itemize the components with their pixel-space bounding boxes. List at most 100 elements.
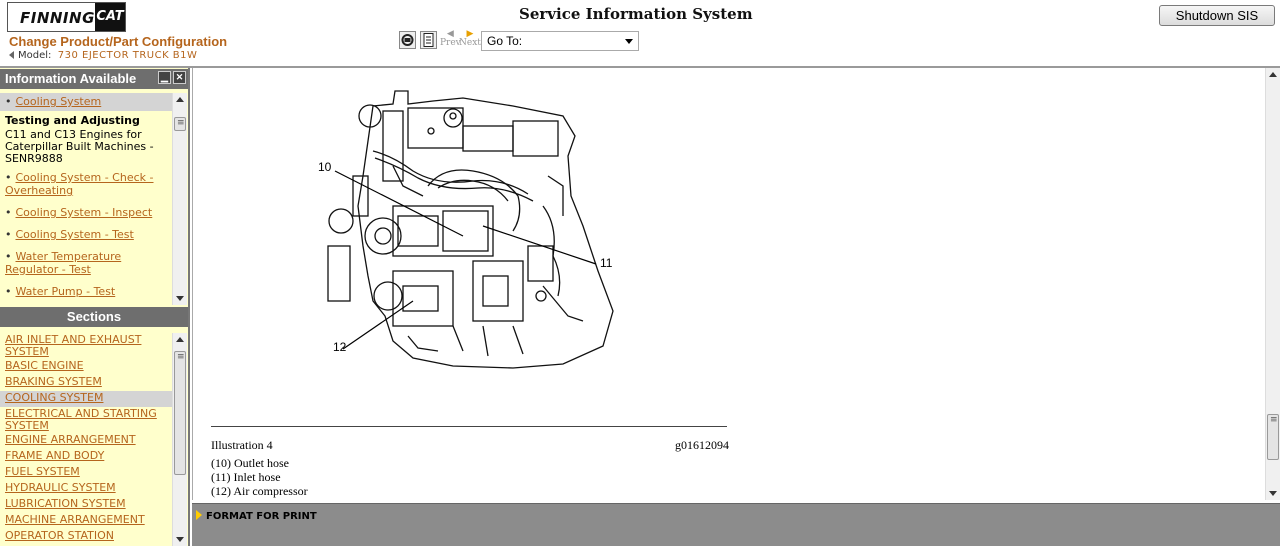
list-item[interactable]: •Cooling System - Test (0, 222, 172, 244)
list-item[interactable]: ELECTRICAL AND STARTING SYSTEM (0, 407, 172, 433)
info-link[interactable]: Water Temperature Regulator - Test (5, 250, 122, 276)
sections-scrollbar[interactable] (172, 333, 187, 546)
section-link[interactable]: FRAME AND BODY (5, 449, 105, 462)
list-item[interactable]: •Water Temperature Regulator - Test (0, 244, 172, 279)
goto-select[interactable]: Go To: (481, 31, 639, 51)
list-item[interactable]: •Cooling System (0, 93, 172, 111)
legend-item: (11) Inlet hose (211, 470, 281, 484)
section-link[interactable]: MACHINE ARRANGEMENT (5, 513, 145, 526)
scroll-thumb[interactable] (174, 117, 186, 131)
bullet-icon: • (5, 206, 12, 219)
bookmark-icon[interactable] (399, 31, 416, 49)
minimize-icon[interactable]: ▁ (158, 71, 171, 84)
section-link[interactable]: FUEL SYSTEM (5, 465, 80, 478)
prev-button[interactable]: ◀Prev (440, 30, 461, 48)
footer-bar: FORMAT FOR PRINT (192, 503, 1280, 546)
list-item[interactable]: •Cooling System - Check - Overheating (0, 169, 172, 200)
close-icon[interactable]: ✕ (173, 71, 186, 84)
model-value: 730 EJECTOR TRUCK B1W (57, 50, 198, 61)
info-book-title: C11 and C13 Engines for Caterpillar Buil… (5, 128, 154, 165)
logo-text: FINNING (20, 9, 95, 27)
cat-badge: CAT (95, 3, 125, 31)
list-item[interactable]: COOLING SYSTEM (0, 391, 172, 407)
section-link[interactable]: BRAKING SYSTEM (5, 375, 102, 388)
info-scrollbar[interactable] (172, 93, 187, 305)
prev-arrow-icon: ◀ (446, 29, 454, 39)
section-link[interactable]: ENGINE ARRANGEMENT (5, 433, 136, 446)
next-button[interactable]: ▶Next (459, 30, 481, 48)
list-item[interactable]: •Cooling System - Inspect (0, 200, 172, 222)
shutdown-sis-button[interactable]: Shutdown SIS (1159, 5, 1275, 26)
prev-label: Prev (440, 38, 461, 48)
section-link[interactable]: HYDRAULIC SYSTEM (5, 481, 116, 494)
section-link[interactable]: LUBRICATION SYSTEM (5, 497, 126, 510)
info-panel-header: Information Available ▁ ✕ (0, 69, 188, 89)
bullet-icon: • (5, 250, 12, 263)
sections-panel-title: Sections (66, 309, 122, 324)
scroll-up-icon[interactable] (1269, 72, 1277, 77)
illustration-caption: Illustration 4 (211, 438, 273, 452)
list-item[interactable]: •Water Pump - Test (0, 279, 172, 301)
info-group-heading: Testing and Adjusting (5, 114, 140, 127)
list-item[interactable]: AIR INLET AND EXHAUST SYSTEM (0, 333, 172, 359)
list-item[interactable]: OPERATOR STATION (0, 529, 172, 545)
change-configuration-link[interactable]: Change Product/Part Configuration (9, 34, 228, 49)
print-label: FORMAT FOR PRINT (206, 511, 317, 522)
format-for-print-link[interactable]: FORMAT FOR PRINT (196, 510, 317, 522)
document-pane: 10 11 12 Illustration 4 g01612094 (10) O… (192, 68, 1280, 500)
header-divider (0, 66, 1280, 68)
finning-cat-logo: FINNING CAT (7, 2, 126, 32)
callout-10: 10 (318, 160, 332, 174)
engine-illustration (327, 90, 614, 369)
list-item[interactable]: MACHINE ARRANGEMENT (0, 513, 172, 529)
list-item[interactable]: BASIC ENGINE (0, 359, 172, 375)
list-item[interactable]: BRAKING SYSTEM (0, 375, 172, 391)
scroll-up-icon[interactable] (176, 337, 184, 342)
list-item[interactable]: ENGINE ARRANGEMENT (0, 433, 172, 449)
section-link[interactable]: BASIC ENGINE (5, 359, 84, 372)
left-panel: Information Available ▁ ✕ •Cooling Syste… (0, 68, 190, 546)
section-link[interactable]: OPERATOR STATION (5, 529, 114, 542)
bullet-icon: • (5, 95, 12, 108)
model-line: Model: 730 EJECTOR TRUCK B1W (9, 50, 197, 61)
illustration-legend: (10) Outlet hose (11) Inlet hose (12) Ai… (211, 456, 308, 498)
callout-12: 12 (333, 340, 347, 354)
info-link[interactable]: Cooling System (15, 95, 102, 108)
section-link[interactable]: ELECTRICAL AND STARTING SYSTEM (5, 407, 157, 432)
info-link[interactable]: Cooling System - Check - Overheating (5, 171, 154, 197)
bullet-icon: • (5, 228, 12, 241)
scroll-down-icon[interactable] (176, 537, 184, 542)
back-arrow-icon[interactable] (9, 51, 14, 59)
section-link[interactable]: AIR INLET AND EXHAUST SYSTEM (5, 333, 142, 358)
goto-value: Go To: (487, 34, 523, 48)
chevron-down-icon (625, 39, 633, 44)
bullet-icon: • (5, 171, 12, 184)
info-link[interactable]: Water Pump - Test (15, 285, 116, 298)
list-item[interactable]: FUEL SYSTEM (0, 465, 172, 481)
document-scrollbar[interactable] (1265, 68, 1280, 500)
model-label: Model: (18, 50, 52, 61)
info-list: •Cooling System Testing and Adjusting C1… (0, 93, 172, 305)
bullet-icon: • (5, 285, 12, 298)
list-item[interactable]: FRAME AND BODY (0, 449, 172, 465)
graphic-id: g01612094 (675, 438, 729, 452)
sections-panel-header: Sections (0, 307, 188, 327)
app-title: Service Information System (519, 5, 753, 23)
list-item[interactable]: HYDRAULIC SYSTEM (0, 481, 172, 497)
scroll-down-icon[interactable] (176, 296, 184, 301)
section-link[interactable]: COOLING SYSTEM (5, 391, 104, 404)
callout-11: 11 (600, 256, 613, 270)
scroll-down-icon[interactable] (1269, 491, 1277, 496)
info-link[interactable]: Cooling System - Inspect (15, 206, 153, 219)
scroll-thumb[interactable] (1267, 414, 1279, 460)
caption-divider (211, 426, 727, 427)
scroll-up-icon[interactable] (176, 97, 184, 102)
scroll-thumb[interactable] (174, 351, 186, 475)
next-arrow-icon: ▶ (466, 29, 474, 39)
next-label: Next (459, 38, 481, 48)
list-item[interactable]: LUBRICATION SYSTEM (0, 497, 172, 513)
info-link[interactable]: Cooling System - Test (15, 228, 134, 241)
document-icon[interactable] (420, 31, 437, 49)
